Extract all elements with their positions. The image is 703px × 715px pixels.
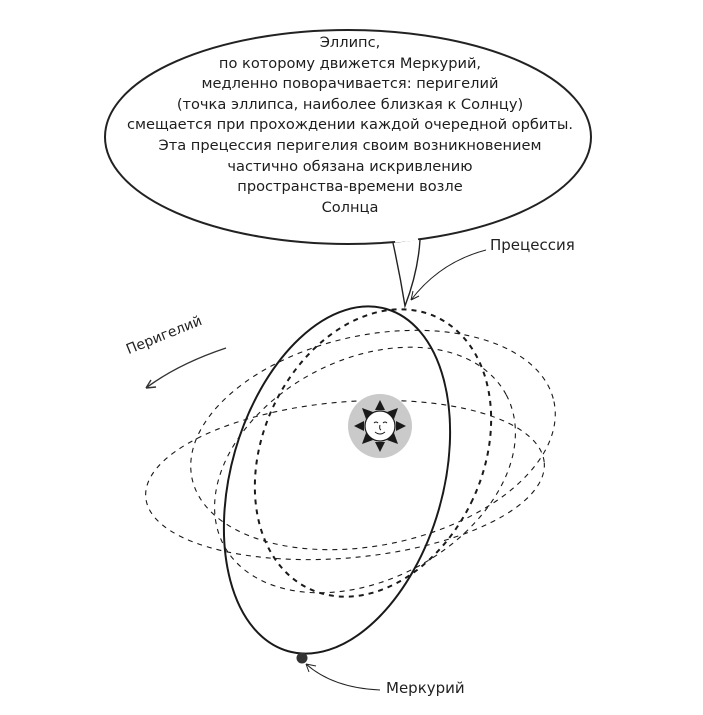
sun-icon (348, 394, 412, 458)
bubble-line: пространства-времени возле (237, 178, 463, 196)
bubble-text: Эллипс, по которому движется Меркурий, м… (100, 33, 600, 218)
bubble-line: (точка эллипса, наиболее близкая к Солнц… (176, 95, 524, 113)
perihelion-arrow (145, 347, 227, 389)
bubble-line: Солнца (321, 198, 379, 216)
orbit-dashed-1 (253, 308, 493, 598)
bubble-tail-gap (394, 237, 419, 243)
mercury-label: Меркурий (386, 679, 465, 697)
bubble-line: Эллипс, (319, 34, 381, 51)
precession-arrowhead (410, 290, 420, 301)
orbit-dashed-3 (214, 346, 516, 594)
speech-bubble (104, 29, 592, 245)
precession-leader (410, 249, 487, 301)
bubble-tail (392, 239, 421, 309)
precession-label: Прецессия (490, 236, 575, 254)
mercury-dot (296, 652, 308, 664)
mercury-leader (305, 663, 381, 691)
dashed-orbits (145, 308, 556, 598)
bubble-line: по которому движется Меркурий, (218, 54, 482, 72)
bubble-line: Эта прецессия перигелия своим возникнове… (158, 136, 542, 154)
bubble-line: смещается при прохождении каждой очередн… (126, 116, 574, 134)
bubble-line: медленно поворачивается: перигелий (201, 75, 499, 93)
orbit-dashed-4 (145, 399, 545, 561)
bubble-line: частично обязана искривлению (227, 157, 473, 175)
mercury-arrowhead (305, 663, 317, 673)
orbit-current (222, 305, 452, 655)
orbit-dashed-2 (190, 329, 556, 551)
